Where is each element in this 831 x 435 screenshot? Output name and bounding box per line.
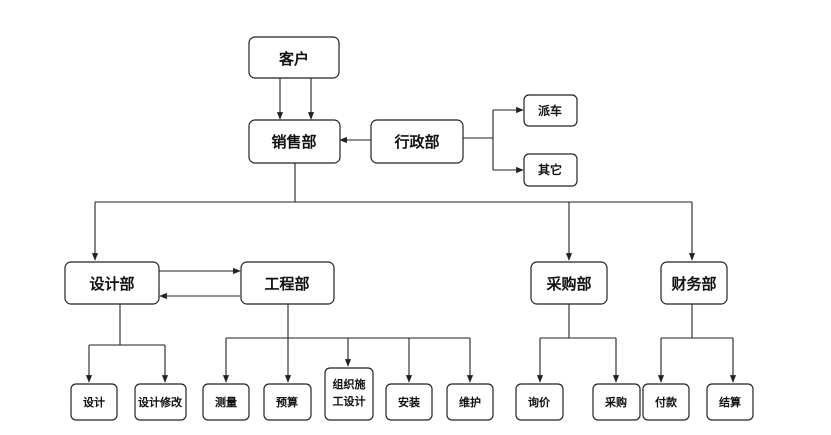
- node-design: 设计: [70, 383, 118, 421]
- node-inquiry: 询价: [515, 383, 564, 421]
- edges: [85, 78, 737, 383]
- node-maintenance-label: 维护: [459, 395, 481, 409]
- node-inquiry-label: 询价: [528, 395, 551, 409]
- node-other-label: 其它: [538, 162, 562, 177]
- node-engineering: 工程部: [240, 261, 335, 305]
- node-finance: 财务部: [660, 261, 728, 305]
- node-procurement: 采购: [592, 383, 641, 421]
- node-sales-label: 销售部: [271, 133, 316, 151]
- node-budget-label: 预算: [276, 395, 298, 409]
- node-procurement-label: 采购: [604, 395, 627, 409]
- node-dispatch-label: 派车: [538, 103, 562, 118]
- node-settlement: 结算: [706, 383, 754, 421]
- node-survey-label: 测量: [215, 395, 237, 409]
- node-install: 安装: [385, 383, 433, 421]
- node-payment: 付款: [642, 383, 690, 421]
- node-dispatch: 派车: [523, 94, 578, 127]
- node-admin: 行政部: [370, 119, 464, 164]
- node-budget: 预算: [263, 383, 312, 421]
- node-other: 其它: [523, 153, 578, 187]
- node-purchasing: 采购部: [530, 261, 608, 305]
- node-settlement-label: 结算: [718, 395, 741, 409]
- node-survey: 测量: [202, 383, 250, 421]
- node-design-revision: 设计修改: [134, 383, 187, 421]
- node-payment-label: 付款: [655, 395, 678, 409]
- node-org-construction: 组织施 工设计: [324, 367, 374, 421]
- node-org-construction-label-line2: 工设计: [333, 394, 366, 408]
- node-design-revision-label: 设计修改: [138, 395, 183, 409]
- node-admin-label: 行政部: [393, 133, 439, 151]
- node-engineering-label: 工程部: [264, 275, 309, 293]
- node-design-label: 设计: [83, 395, 105, 409]
- node-org-construction-label-line1: 组织施: [333, 377, 366, 391]
- node-sales: 销售部: [248, 119, 341, 164]
- node-finance-label: 财务部: [671, 275, 716, 293]
- node-customer-label: 客户: [278, 50, 309, 68]
- node-design-dept: 设计部: [64, 261, 160, 305]
- node-customer: 客户: [248, 36, 340, 79]
- node-design-dept-label: 设计部: [89, 275, 134, 293]
- node-maintenance: 维护: [446, 383, 494, 421]
- node-purchasing-label: 采购部: [545, 275, 591, 293]
- node-install-label: 安装: [398, 395, 420, 409]
